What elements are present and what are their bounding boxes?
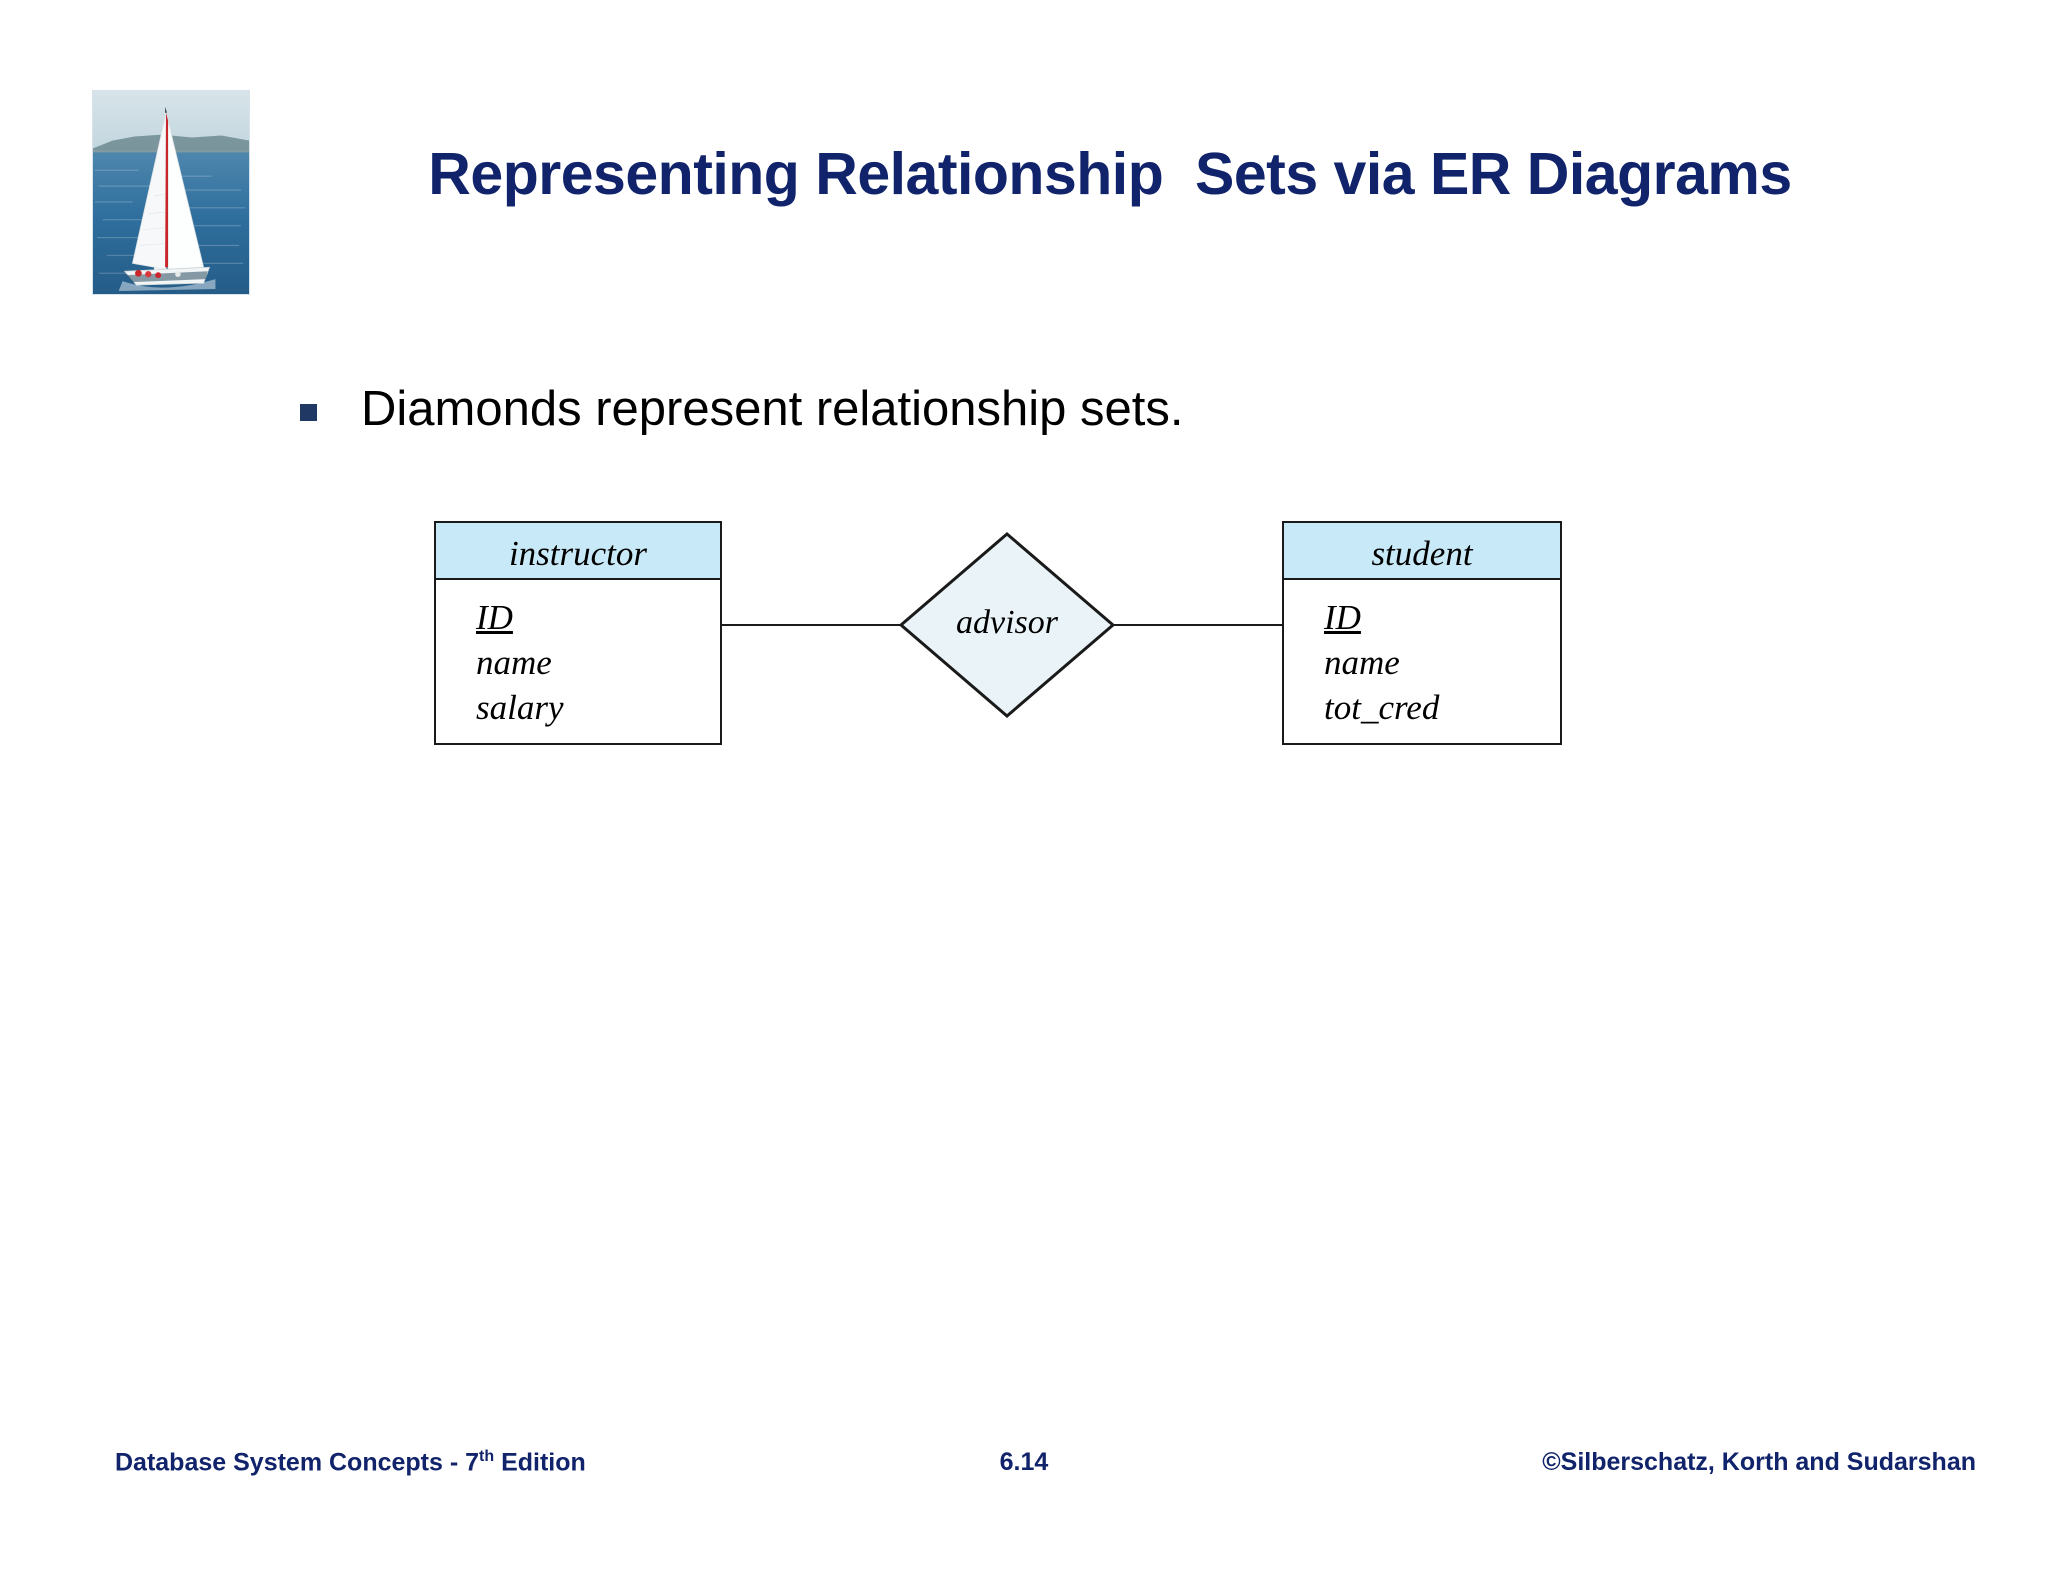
footer-page-number: 6.14 [999,1448,1049,1476]
attribute-id: ID [476,598,513,637]
entity-instructor-title: instructor [436,523,720,580]
footer-edition-suffix: Edition [494,1448,586,1477]
footer: Database System Concepts - 7th Edition 6… [0,1448,2048,1488]
sailboat-illustration [93,91,249,294]
footer-edition-main: Database System Concepts - 7 [115,1448,480,1477]
diamond-shape-icon [898,532,1116,718]
connector-advisor-student [1113,624,1283,626]
footer-copyright: ©Silberschatz, Korth and Sudarshan [1542,1448,1976,1476]
footer-edition-ordinal: th [479,1448,495,1465]
attribute-name: name [476,642,552,682]
attribute-id: ID [1324,598,1361,637]
sailboat-logo [92,90,250,295]
entity-student-title: student [1284,523,1560,580]
relationship-advisor-diamond[interactable] [898,531,1116,719]
connector-instructor-advisor [720,624,902,626]
entity-student[interactable]: student ID name tot_cred [1282,521,1562,745]
square-bullet-icon [300,404,317,421]
entity-student-attributes: ID name tot_cred [1284,580,1560,730]
attribute-salary: salary [476,687,564,727]
attribute-name: name [1324,642,1400,682]
bullet-list: Diamonds represent relationship sets. [300,382,1184,437]
relationship-advisor-label: advisor [956,604,1058,641]
footer-edition: Database System Concepts - 7th Edition [115,1448,586,1477]
page-title: Representing Relationship Sets via ER Di… [428,141,1792,207]
entity-instructor[interactable]: instructor ID name salary [434,521,722,745]
entity-instructor-attributes: ID name salary [436,580,720,730]
attribute-tot-cred: tot_cred [1324,687,1440,727]
bullet-item-text: Diamonds represent relationship sets. [361,382,1184,436]
